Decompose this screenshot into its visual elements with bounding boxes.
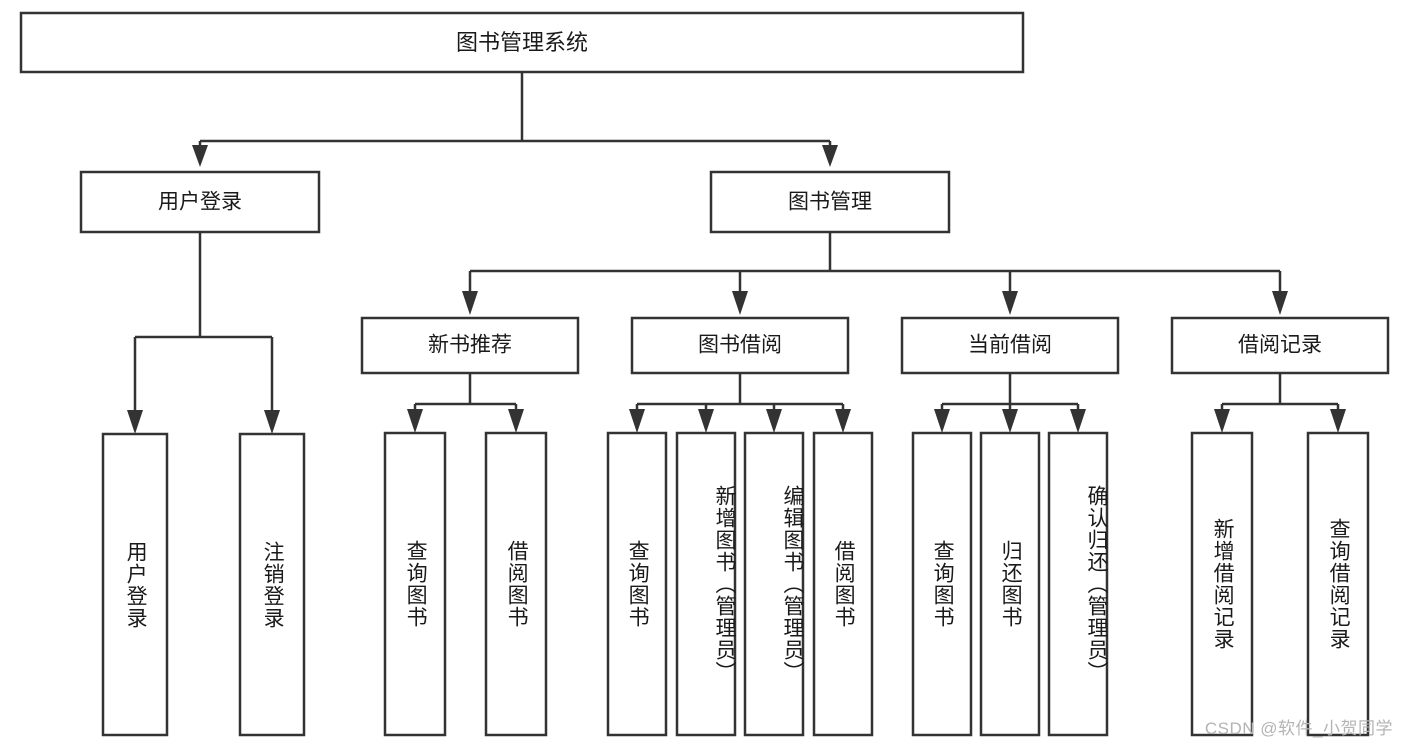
arrowhead-br-child-2 (1330, 409, 1346, 433)
node-current-borrow[interactable]: 当前借阅 (900, 316, 1120, 375)
node-root[interactable]: 图书管理系统 (19, 11, 1025, 74)
arrowhead-current-borrow (1002, 291, 1018, 315)
arrowhead-group (127, 145, 1346, 434)
leaf-box-return-book[interactable] (979, 431, 1041, 737)
node-borrow-record-box[interactable] (1170, 316, 1390, 375)
node-root-box[interactable] (19, 11, 1025, 74)
leaf-box-logout[interactable] (238, 432, 306, 737)
node-new-book-recommend-label: 新书推荐 (428, 334, 512, 357)
node-book-manage-label: 图书管理 (788, 191, 872, 214)
node-current-borrow-label: 当前借阅 (968, 334, 1052, 357)
leaf-box-query-book-cb[interactable] (911, 431, 973, 737)
arrowhead-br-child-1 (1214, 409, 1230, 433)
arrowhead-cb-child-2 (1002, 409, 1018, 433)
arrowhead-bb-child-4 (835, 409, 851, 433)
node-book-manage-box[interactable] (709, 170, 951, 234)
arrowhead-book-borrow (732, 291, 748, 315)
leaf-box-add-borrow-record[interactable] (1190, 431, 1254, 737)
arrowhead-cb-child-1 (934, 409, 950, 433)
leaf-box-edit-book-admin[interactable] (743, 431, 805, 737)
arrowhead-borrow-record (1272, 291, 1288, 315)
leaf-box-query-book-nb[interactable] (383, 431, 447, 737)
node-new-book-recommend-box[interactable] (360, 316, 580, 375)
node-book-borrow-label: 图书借阅 (698, 334, 782, 357)
arrowhead-leaf-logout (264, 410, 280, 434)
arrowhead-book-manage (822, 145, 838, 167)
leaf-box-user-login[interactable] (101, 432, 169, 737)
arrowhead-cb-child-3 (1070, 409, 1086, 433)
leaf-box-query-book-bb[interactable] (606, 431, 668, 737)
node-borrow-record[interactable]: 借阅记录 (1170, 316, 1390, 375)
arrowhead-bb-child-2 (698, 409, 714, 433)
node-book-borrow[interactable]: 图书借阅 (630, 316, 850, 375)
node-user-login-label: 用户登录 (158, 191, 242, 214)
arrowhead-bb-child-3 (766, 409, 782, 433)
leaf-box-confirm-return-admin[interactable] (1047, 431, 1109, 737)
leaf-box-borrow-book-nb[interactable] (484, 431, 548, 737)
leaf-box-add-book-admin[interactable] (675, 431, 737, 737)
arrowhead-new-book (462, 291, 478, 315)
leaf-box-query-borrow-record[interactable] (1306, 431, 1370, 737)
node-user-login[interactable]: 用户登录 (79, 170, 321, 234)
arrowhead-nb-child-1 (407, 409, 423, 433)
node-book-manage[interactable]: 图书管理 (709, 170, 951, 234)
node-user-login-box[interactable] (79, 170, 321, 234)
node-root-label: 图书管理系统 (456, 30, 588, 55)
node-borrow-record-label: 借阅记录 (1238, 334, 1322, 357)
node-new-book-recommend[interactable]: 新书推荐 (360, 316, 580, 375)
arrowhead-leaf-user-login (127, 410, 143, 434)
arrowhead-nb-child-2 (508, 409, 524, 433)
arrowhead-bb-child-1 (629, 409, 645, 433)
arrowhead-user-login (192, 145, 208, 167)
node-book-borrow-box[interactable] (630, 316, 850, 375)
node-current-borrow-box[interactable] (900, 316, 1120, 375)
leaf-box-borrow-book-bb[interactable] (812, 431, 874, 737)
